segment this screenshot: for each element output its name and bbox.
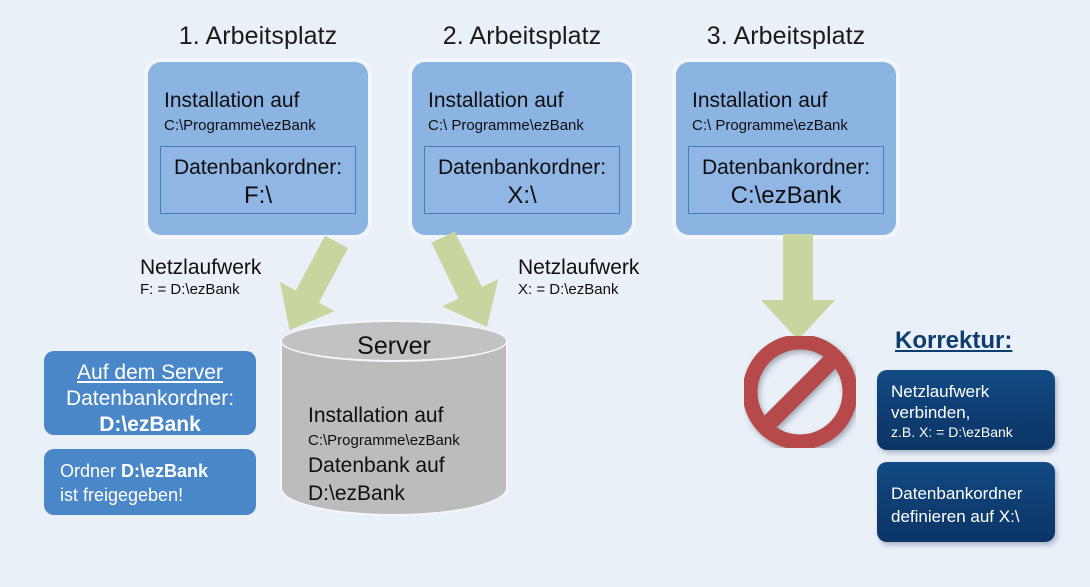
workstation-2-heading: 2. Arbeitsplatz <box>442 22 602 50</box>
server-install-label: Installation auf <box>308 404 444 427</box>
workstation-1-db-folder-box: Datenbankordner: F:\ <box>160 146 356 214</box>
correction-step-1-line-2: verbinden, <box>891 403 971 422</box>
server-details: Installation auf C:\Programme\ezBank Dat… <box>308 402 460 508</box>
server-info-box-2: Ordner D:\ezBank ist freigegeben! <box>44 449 256 515</box>
server-info-2-path: D:\ezBank <box>121 461 209 481</box>
correction-step-2-line-2: definieren auf X:\ <box>891 507 1020 526</box>
server-db-label: Datenbank auf <box>308 454 445 477</box>
server-info-1-line-2: Datenbankordner: <box>65 387 235 410</box>
correction-title: Korrektur: <box>895 327 1013 354</box>
workstation-3-install-label: Installation auf <box>692 89 828 112</box>
prohibition-icon <box>744 336 856 448</box>
arrow-down-icon <box>761 234 835 340</box>
network-drive-1-title: Netzlaufwerk <box>140 256 262 279</box>
workstation-3-box: Installation auf C:\ Programme\ezBank Da… <box>676 62 896 235</box>
network-drive-2-title: Netzlaufwerk <box>518 256 640 279</box>
workstation-2-db-label: Datenbankordner: <box>437 156 607 179</box>
correction-step-2-box: Datenbankordner definieren auf X:\ <box>877 462 1055 542</box>
workstation-2-install-label: Installation auf <box>428 89 564 112</box>
workstation-1-install-label: Installation auf <box>164 89 300 112</box>
workstation-3-db-label: Datenbankordner: <box>701 156 871 179</box>
workstation-2-db-folder-box: Datenbankordner: X:\ <box>424 146 620 214</box>
workstation-1-db-value: F:\ <box>244 182 272 209</box>
server-info-2-line-2: ist freigegeben! <box>60 485 184 505</box>
workstation-3-db-folder-box: Datenbankordner: C:\ezBank <box>688 146 884 214</box>
network-drive-1-mapping: F: = D:\ezBank <box>140 281 240 298</box>
server-install-path: C:\Programme\ezBank <box>308 432 460 449</box>
server-title: Server <box>357 332 431 360</box>
workstation-3-db-value: C:\ezBank <box>730 182 842 209</box>
workstation-1-heading: 1. Arbeitsplatz <box>178 22 338 50</box>
workstation-2-box: Installation auf C:\ Programme\ezBank Da… <box>412 62 632 235</box>
server-info-box-1: Auf dem Server Datenbankordner: D:\ezBan… <box>44 351 256 436</box>
workstation-1-box: Installation auf C:\Programme\ezBank Dat… <box>148 62 368 235</box>
server-cylinder-top <box>280 320 508 362</box>
network-drive-2-mapping: X: = D:\ezBank <box>518 281 619 298</box>
correction-step-1-line-3: z.B. X: = D:\ezBank <box>891 424 1013 440</box>
workstation-2-install-path: C:\ Programme\ezBank <box>428 117 584 134</box>
network-drive-label-2: Netzlaufwerk X: = D:\ezBank <box>518 255 639 300</box>
server-info-1-line-1: Auf dem Server <box>77 361 223 384</box>
workstation-3-install-path: C:\ Programme\ezBank <box>692 117 848 134</box>
server-db-path: D:\ezBank <box>308 482 405 505</box>
workstation-1-db-label: Datenbankordner: <box>173 156 343 179</box>
correction-step-2-line-1: Datenbankordner <box>891 484 1023 503</box>
workstation-1-install-path: C:\Programme\ezBank <box>164 117 316 134</box>
arrow-down-left-icon <box>431 231 499 327</box>
server-cylinder-body <box>280 340 508 516</box>
workstation-3-heading: 3. Arbeitsplatz <box>706 22 866 50</box>
server-info-2-prefix: Ordner <box>60 461 122 481</box>
network-drive-label-1: Netzlaufwerk F: = D:\ezBank <box>140 255 261 300</box>
server-info-2-line-1: Ordner D:\ezBank <box>60 459 256 483</box>
arrow-down-right-icon <box>279 235 348 331</box>
server-info-1-line-3: D:\ezBank <box>99 413 201 436</box>
correction-step-1-box: Netzlaufwerk verbinden, z.B. X: = D:\ezB… <box>877 370 1055 450</box>
server-cylinder: Server Installation auf C:\Programme\ezB… <box>280 320 508 538</box>
workstation-2-db-value: X:\ <box>507 182 537 209</box>
correction-step-1-line-1: Netzlaufwerk <box>891 382 990 401</box>
